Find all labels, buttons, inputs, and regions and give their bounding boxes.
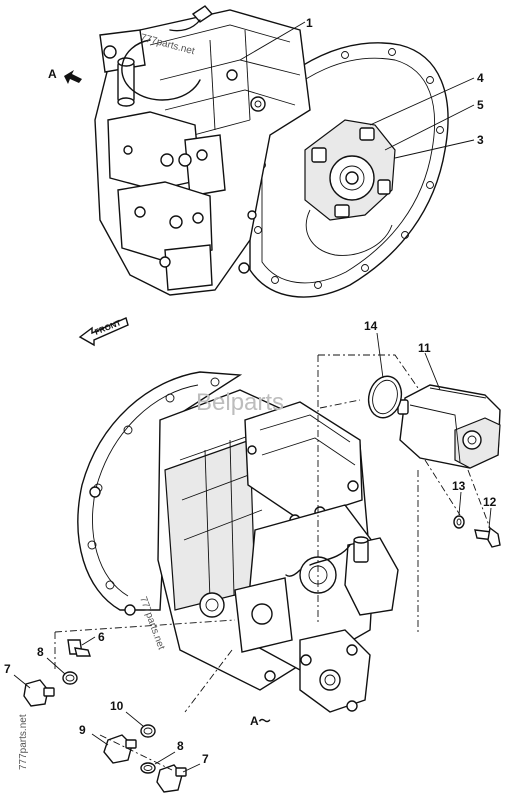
callout-10: 10 xyxy=(110,699,124,713)
fitting-part-6 xyxy=(67,639,91,657)
callout-4: 4 xyxy=(477,71,484,85)
top-pump-assembly xyxy=(94,5,449,298)
bottom-pump-assembly xyxy=(77,371,399,713)
washer-part-13 xyxy=(453,515,465,529)
callout-5: 5 xyxy=(477,98,484,112)
callout-14: 14 xyxy=(364,319,378,333)
label-a-bottom: A～ xyxy=(250,714,271,728)
callout-8-upper: 8 xyxy=(37,645,44,659)
callout-7-lower: 7 xyxy=(202,752,209,766)
label-a-top: A xyxy=(48,67,57,81)
view-arrow-a-top xyxy=(64,70,82,84)
watermark-center: Belparts xyxy=(196,389,284,416)
o-ring-part-8b xyxy=(140,762,156,774)
callout-7-upper: 7 xyxy=(4,662,11,676)
gear-pump-part-11 xyxy=(397,384,501,469)
leader-lines xyxy=(13,21,492,773)
watermark-left: 777parts.net xyxy=(18,714,29,770)
callout-8-lower: 8 xyxy=(177,739,184,753)
callout-6: 6 xyxy=(98,630,105,644)
callout-3: 3 xyxy=(477,133,484,147)
o-ring-part-10 xyxy=(140,724,156,738)
plug-part-7a xyxy=(23,679,55,707)
callout-9: 9 xyxy=(79,723,86,737)
exploded-centerlines xyxy=(54,354,491,771)
o-ring-part-14 xyxy=(367,375,403,419)
o-ring-part-8a xyxy=(62,671,78,685)
bolt-part-12 xyxy=(474,526,501,548)
callout-13: 13 xyxy=(452,479,466,493)
plug-part-9 xyxy=(103,734,137,764)
front-arrow xyxy=(78,317,129,347)
callout-11: 11 xyxy=(418,341,431,355)
callout-12: 12 xyxy=(483,495,497,509)
callout-1: 1 xyxy=(306,16,313,30)
plug-part-7b xyxy=(156,764,187,793)
callout-numbers: 1 4 5 3 14 11 13 12 6 8 7 10 9 8 7 xyxy=(4,16,497,766)
